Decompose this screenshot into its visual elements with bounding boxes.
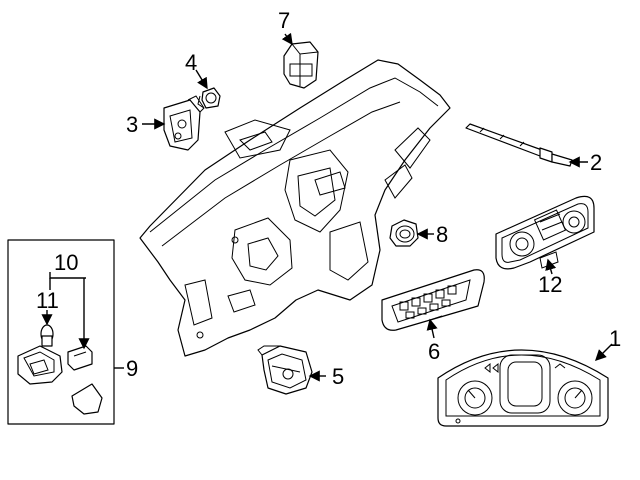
bulb [40, 324, 54, 347]
switch-panel [381, 269, 485, 331]
sensor-rod [465, 123, 573, 167]
climate-control [495, 195, 595, 270]
switch-bracket [163, 95, 205, 151]
callout-12: 12 [538, 272, 562, 297]
sensor-unit [283, 41, 319, 89]
control-knob [389, 219, 419, 247]
bulb-holder [17, 345, 63, 385]
callout-6: 6 [428, 339, 440, 364]
switch-module [257, 345, 313, 395]
callout-9: 9 [126, 356, 138, 381]
instrument-panel [139, 59, 451, 357]
callout-10: 10 [54, 250, 78, 275]
leader-lines [41, 32, 613, 382]
callout-11: 11 [36, 288, 59, 313]
callout-8: 8 [436, 222, 448, 247]
callout-7: 7 [278, 8, 290, 33]
bulb-socket [197, 87, 221, 109]
callout-5: 5 [332, 364, 344, 389]
callout-4: 4 [185, 50, 197, 75]
callout-1: 1 [609, 326, 621, 351]
callout-labels: 1 2 3 4 5 6 7 8 9 10 11 12 [36, 8, 621, 389]
lens-cover [71, 383, 103, 415]
callout-2: 2 [590, 150, 602, 175]
callout-3: 3 [126, 112, 138, 137]
instrument-cluster [437, 349, 609, 427]
